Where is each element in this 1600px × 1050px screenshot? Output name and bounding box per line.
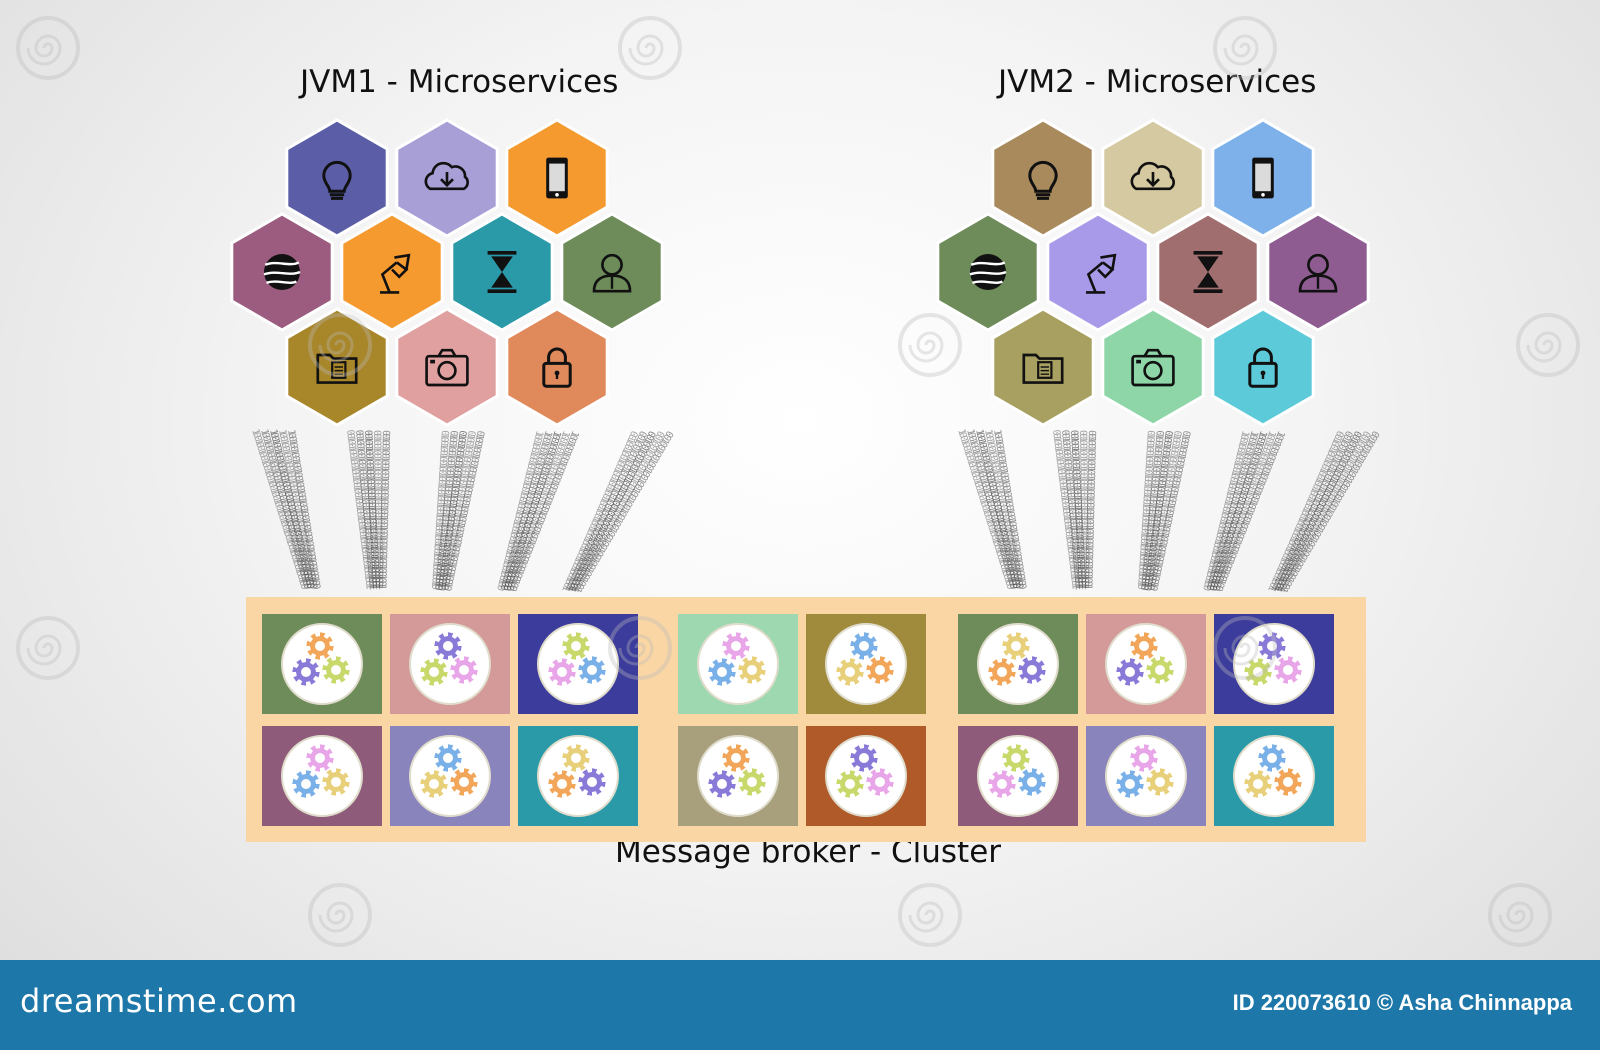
microservice-hex — [1211, 118, 1315, 238]
watermark-spiral-icon — [898, 883, 962, 947]
microservice-hex — [395, 307, 499, 427]
broker-node — [678, 614, 798, 714]
stock-footer: dreamstime.com ID 220073610 © Asha Chinn… — [0, 960, 1600, 1050]
watermark-spiral-icon — [308, 313, 372, 377]
microservice-hex — [395, 118, 499, 238]
watermark-spiral-icon — [1488, 883, 1552, 947]
architecture-diagram: 1001001001001001001001001001001001001001… — [16, 16, 1580, 947]
diagram-canvas: JVM1 - Microservices JVM2 - Microservice… — [16, 16, 1580, 947]
binary-stream-column: 0010010010010010010010010010010010010010… — [371, 430, 384, 590]
binary-streams: 1001001001001001001001001001001001001001… — [249, 428, 1381, 595]
broker-node — [518, 614, 638, 714]
brand-logo-text: dreamstime.com — [20, 982, 298, 1020]
microservice-hex — [450, 212, 554, 332]
broker-node — [390, 614, 510, 714]
watermark-spiral-icon — [16, 616, 80, 680]
broker-node — [1086, 726, 1206, 826]
microservice-hex — [560, 212, 664, 332]
broker-node — [958, 614, 1078, 714]
microservice-hex — [991, 118, 1095, 238]
microservice-hexes — [230, 118, 1370, 427]
jvm1-title: JVM1 - Microservices — [300, 64, 619, 100]
microservice-hex — [285, 307, 389, 427]
watermark-spiral-icon — [898, 313, 962, 377]
watermark-spiral-icon — [618, 16, 682, 80]
microservice-hex — [1101, 118, 1205, 238]
watermark-spiral-icon — [608, 616, 672, 680]
broker-node — [1214, 614, 1334, 714]
microservice-hex — [1046, 212, 1150, 332]
microservice-hex — [1211, 307, 1315, 427]
watermark-spiral-icon — [1213, 616, 1277, 680]
broker-node — [390, 726, 510, 826]
message-broker-cluster — [246, 597, 1366, 842]
watermark-spiral-icon — [16, 16, 80, 80]
broker-node — [262, 726, 382, 826]
microservice-hex — [340, 212, 444, 332]
microservice-hex — [1101, 307, 1205, 427]
watermark-spiral-icon — [1213, 16, 1277, 80]
watermark-spiral-icon — [1516, 313, 1580, 377]
globe-icon — [262, 252, 302, 292]
broker-node — [1086, 614, 1206, 714]
binary-stream-column: 0010010010010010010010010010010010010010… — [1082, 430, 1097, 590]
microservice-hex — [505, 307, 609, 427]
broker-node — [958, 726, 1078, 826]
binary-stream-column: 0010010010010010010010010010010010010010… — [376, 430, 391, 590]
globe-icon — [968, 252, 1008, 292]
smartphone-icon — [1252, 157, 1274, 199]
binary-stream-column: 0010010010010010010010010010010010010010… — [1077, 430, 1090, 590]
microservice-hex — [1156, 212, 1260, 332]
broker-node — [1214, 726, 1334, 826]
jvm2-title: JVM2 - Microservices — [998, 64, 1317, 100]
image-credit: ID 220073610 © Asha Chinnappa — [1232, 990, 1572, 1015]
microservice-hex — [1266, 212, 1370, 332]
broker-node — [806, 614, 926, 714]
broker-node — [806, 726, 926, 826]
microservice-hex — [991, 307, 1095, 427]
microservice-hex — [285, 118, 389, 238]
broker-node — [518, 726, 638, 826]
watermark-overlay — [16, 16, 1580, 947]
watermark-spiral-icon — [308, 883, 372, 947]
microservice-hex — [230, 212, 334, 332]
microservice-hex — [936, 212, 1040, 332]
smartphone-icon — [546, 157, 568, 199]
microservice-hex — [505, 118, 609, 238]
broker-node — [262, 614, 382, 714]
broker-node — [678, 726, 798, 826]
